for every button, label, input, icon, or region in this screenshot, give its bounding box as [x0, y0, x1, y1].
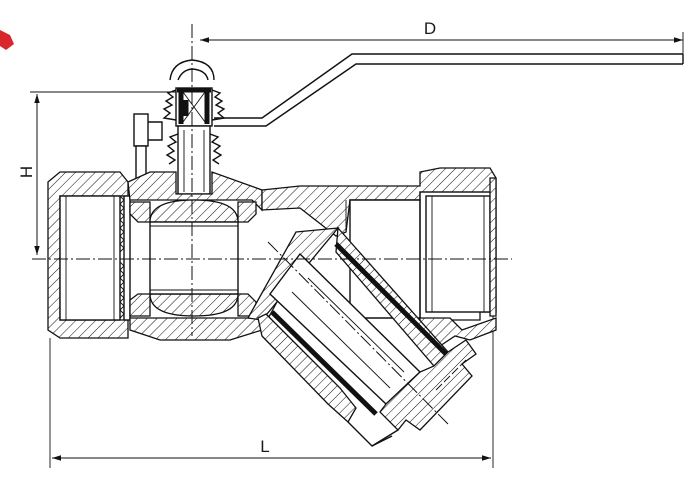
ball-chamber [127, 171, 263, 341]
dimension-l-label: L [260, 437, 269, 456]
dimension-h: H [17, 91, 180, 255]
corner-mark-icon [0, 30, 14, 50]
dimension-d: D [200, 19, 684, 62]
center-lines [32, 24, 512, 425]
lever-handle [169, 53, 684, 127]
strainer-leg [246, 226, 477, 447]
dimension-h-label: H [17, 166, 36, 178]
left-threaded-end [47, 171, 131, 339]
valve-stem [133, 87, 226, 213]
dimension-d-label: D [424, 19, 436, 38]
